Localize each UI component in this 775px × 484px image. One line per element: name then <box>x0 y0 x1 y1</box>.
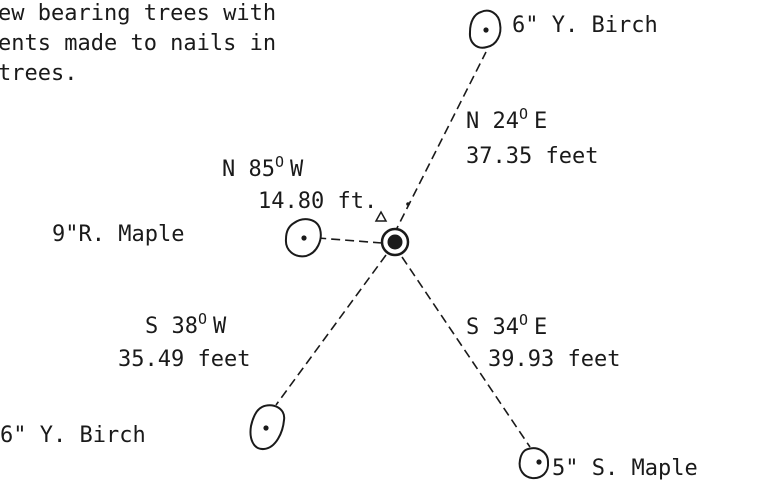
note-line-1: ew bearing trees with <box>0 1 276 26</box>
corner-monument-icon <box>380 227 410 257</box>
tree-label-ne: 6" Y. Birch <box>512 13 658 38</box>
tick-dot <box>406 202 410 206</box>
tree-symbol-ne <box>468 9 502 49</box>
triangle-mark-icon <box>374 210 388 222</box>
tree-label-se: 5" S. Maple <box>552 456 698 481</box>
ray-ne <box>393 51 487 235</box>
tree-label-sw: 6" Y. Birch <box>0 423 146 448</box>
distance-se: 39.93 feet <box>488 347 620 372</box>
tree-symbol-sw <box>249 404 286 451</box>
ray-w <box>317 237 383 244</box>
distance-sw: 35.49 feet <box>118 347 250 372</box>
tree-label-w: 9"R. Maple <box>52 222 184 247</box>
ray-sw <box>275 254 387 406</box>
note-line-2: ents made to nails in <box>0 31 276 56</box>
ray-se <box>401 256 531 448</box>
tree-symbol-w <box>284 218 322 258</box>
distance-ne: 37.35 feet <box>466 144 598 169</box>
distance-w: 14.80 ft. <box>258 189 377 214</box>
note-line-3: trees. <box>0 61 77 86</box>
tree-symbol-se <box>518 447 550 480</box>
